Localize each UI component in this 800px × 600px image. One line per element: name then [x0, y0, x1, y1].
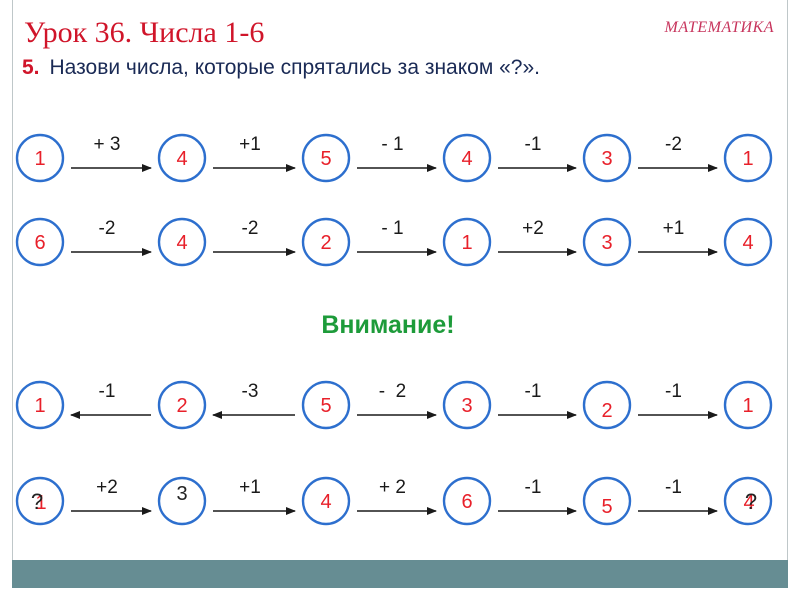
operation-label: -2 [665, 134, 682, 155]
operation-label: +1 [663, 218, 685, 239]
operation-label: - 2 [379, 381, 406, 402]
number-circle [582, 380, 632, 430]
circle-number: 1 [461, 232, 472, 254]
circle-number: 3 [461, 395, 472, 417]
chain-row-1: + 3 +1 - 1 -1 -2 1 4 5 4 3 1 [15, 133, 773, 183]
circle-number: 1 [35, 492, 46, 514]
operation-label: -2 [99, 218, 116, 239]
operation-label: +2 [96, 477, 118, 498]
number-circle [301, 476, 351, 526]
circle-number: 5 [320, 395, 331, 417]
operation-label: -1 [665, 381, 682, 402]
circle-number: 1 [742, 395, 753, 417]
number-circle [723, 380, 773, 430]
number-circle [723, 133, 773, 183]
attention-label: Внимание! [321, 311, 455, 339]
circle-number: 2 [601, 400, 612, 422]
operation-label: -1 [665, 477, 682, 498]
number-circle [157, 476, 207, 526]
circle-number: 4 [176, 232, 187, 254]
operation-label: -1 [525, 477, 542, 498]
circle-number: 4 [176, 148, 187, 170]
number-circle [301, 217, 351, 267]
number-circle [15, 133, 65, 183]
number-circle [582, 476, 632, 526]
number-circle [723, 217, 773, 267]
operation-label: +2 [522, 218, 544, 239]
chain-row-4: +2 +1 + 2 -1 -1 1? 3 4 6 5 4? [15, 476, 773, 526]
operation-label: +1 [239, 477, 261, 498]
circle-number: 4 [320, 491, 331, 513]
circle-number: 5 [601, 496, 612, 518]
number-circle [157, 133, 207, 183]
circle-number: 1 [34, 148, 45, 170]
slide [12, 0, 788, 588]
number-circle [442, 380, 492, 430]
operation-label: + 3 [94, 134, 121, 155]
circle-number: 6 [34, 232, 45, 254]
operation-label: -1 [525, 134, 542, 155]
bottom-bar [12, 560, 788, 588]
chain-row-2: -2 -2 - 1 +2 +1 6 4 2 1 3 4 [15, 217, 773, 267]
lesson-title: Урок 36. Числа 1-6 [24, 16, 265, 49]
circle-number: 1 [34, 395, 45, 417]
circle-number: 4 [742, 232, 753, 254]
number-circle [157, 380, 207, 430]
number-circle [15, 476, 65, 526]
number-circle [301, 133, 351, 183]
number-circle [582, 217, 632, 267]
subject-label: МАТЕМАТИКА [664, 19, 774, 36]
operation-label: - 1 [381, 218, 403, 239]
operation-label: + 2 [379, 477, 406, 498]
operation-label: +1 [239, 134, 261, 155]
operation-label: - 1 [381, 134, 403, 155]
chain-row-3: -1 -3 - 2 -1 -1 1 2 5 3 2 1 [15, 380, 773, 430]
circle-number: 6 [461, 491, 472, 513]
circle-number: 2 [176, 395, 187, 417]
circle-number: 2 [320, 232, 331, 254]
number-circle [157, 217, 207, 267]
circle-number: 4 [743, 492, 754, 514]
circle-number: 3 [601, 232, 612, 254]
circle-number: 4 [461, 148, 472, 170]
task-number: 5. [22, 56, 40, 79]
operation-label: -1 [99, 381, 116, 402]
task-text: Назови числа, которые спрятались за знак… [49, 56, 540, 79]
number-circle [15, 380, 65, 430]
circle-number: 1 [742, 148, 753, 170]
number-circle [442, 133, 492, 183]
number-circle [442, 217, 492, 267]
operation-label: -3 [242, 381, 259, 402]
number-circle [723, 476, 773, 526]
number-circle [301, 380, 351, 430]
circle-number: 3 [601, 148, 612, 170]
operation-label: -1 [525, 381, 542, 402]
task-statement: 5. Назови числа, которые спрятались за зн… [22, 56, 540, 80]
number-circle [582, 133, 632, 183]
operation-label: -2 [242, 218, 259, 239]
number-circle [442, 476, 492, 526]
question-mark: ? [745, 489, 757, 514]
circle-number: 3 [176, 483, 187, 505]
circle-number: 5 [320, 148, 331, 170]
question-mark: ? [31, 489, 43, 514]
number-circle [15, 217, 65, 267]
